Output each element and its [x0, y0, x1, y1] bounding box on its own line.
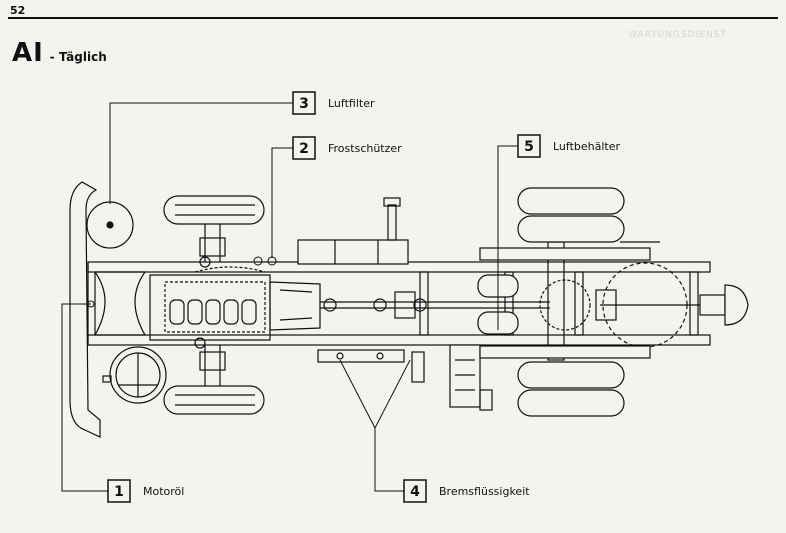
- section-title: AI: [12, 38, 44, 68]
- page-number: 52: [10, 4, 26, 17]
- callout-5-number: 5: [524, 139, 534, 155]
- front-wheels: [163, 195, 265, 415]
- callout-3-number: 3: [299, 96, 309, 112]
- callout-4-label: Bremsflüssigkeit: [439, 485, 530, 498]
- brake-cylinder-bracket: [317, 349, 425, 383]
- callout-5-label: Luftbehälter: [553, 140, 620, 153]
- section-heading: AI - Täglich: [12, 38, 107, 68]
- engine-block: [149, 256, 271, 349]
- fuel-tank: [297, 197, 409, 265]
- air-filter: [86, 201, 134, 249]
- callout-2-label: Frostschützer: [328, 142, 402, 155]
- callout-1: 1 Motoröl: [107, 479, 184, 503]
- section-subtitle: - Täglich: [49, 50, 107, 64]
- header-rule: [8, 17, 778, 19]
- chassis-frame: [87, 261, 711, 346]
- callout-3-label: Luftfilter: [328, 97, 375, 110]
- radiator: [93, 271, 147, 336]
- rear-axle: [539, 241, 700, 361]
- tow-hitch: [699, 284, 749, 326]
- callout-3: 3 Luftfilter: [292, 91, 375, 115]
- callout-leaders: [61, 102, 518, 492]
- callout-4: 4 Bremsflüssigkeit: [403, 479, 530, 503]
- callout-4-number: 4: [410, 484, 420, 500]
- battery-box: [449, 344, 493, 411]
- callout-1-number: 1: [114, 484, 124, 500]
- front-bumper: [69, 181, 101, 438]
- callout-2-number: 2: [299, 141, 309, 157]
- driveshaft: [320, 291, 550, 319]
- callout-1-label: Motoröl: [143, 485, 184, 498]
- gearbox: [269, 281, 321, 331]
- steering-wheel: [102, 346, 167, 404]
- bleed-through-text: WARTUNGSDIENST: [628, 30, 727, 40]
- callout-2: 2 Frostschützer: [292, 136, 402, 160]
- callout-5: 5 Luftbehälter: [517, 134, 620, 158]
- rear-wheels: [479, 187, 660, 417]
